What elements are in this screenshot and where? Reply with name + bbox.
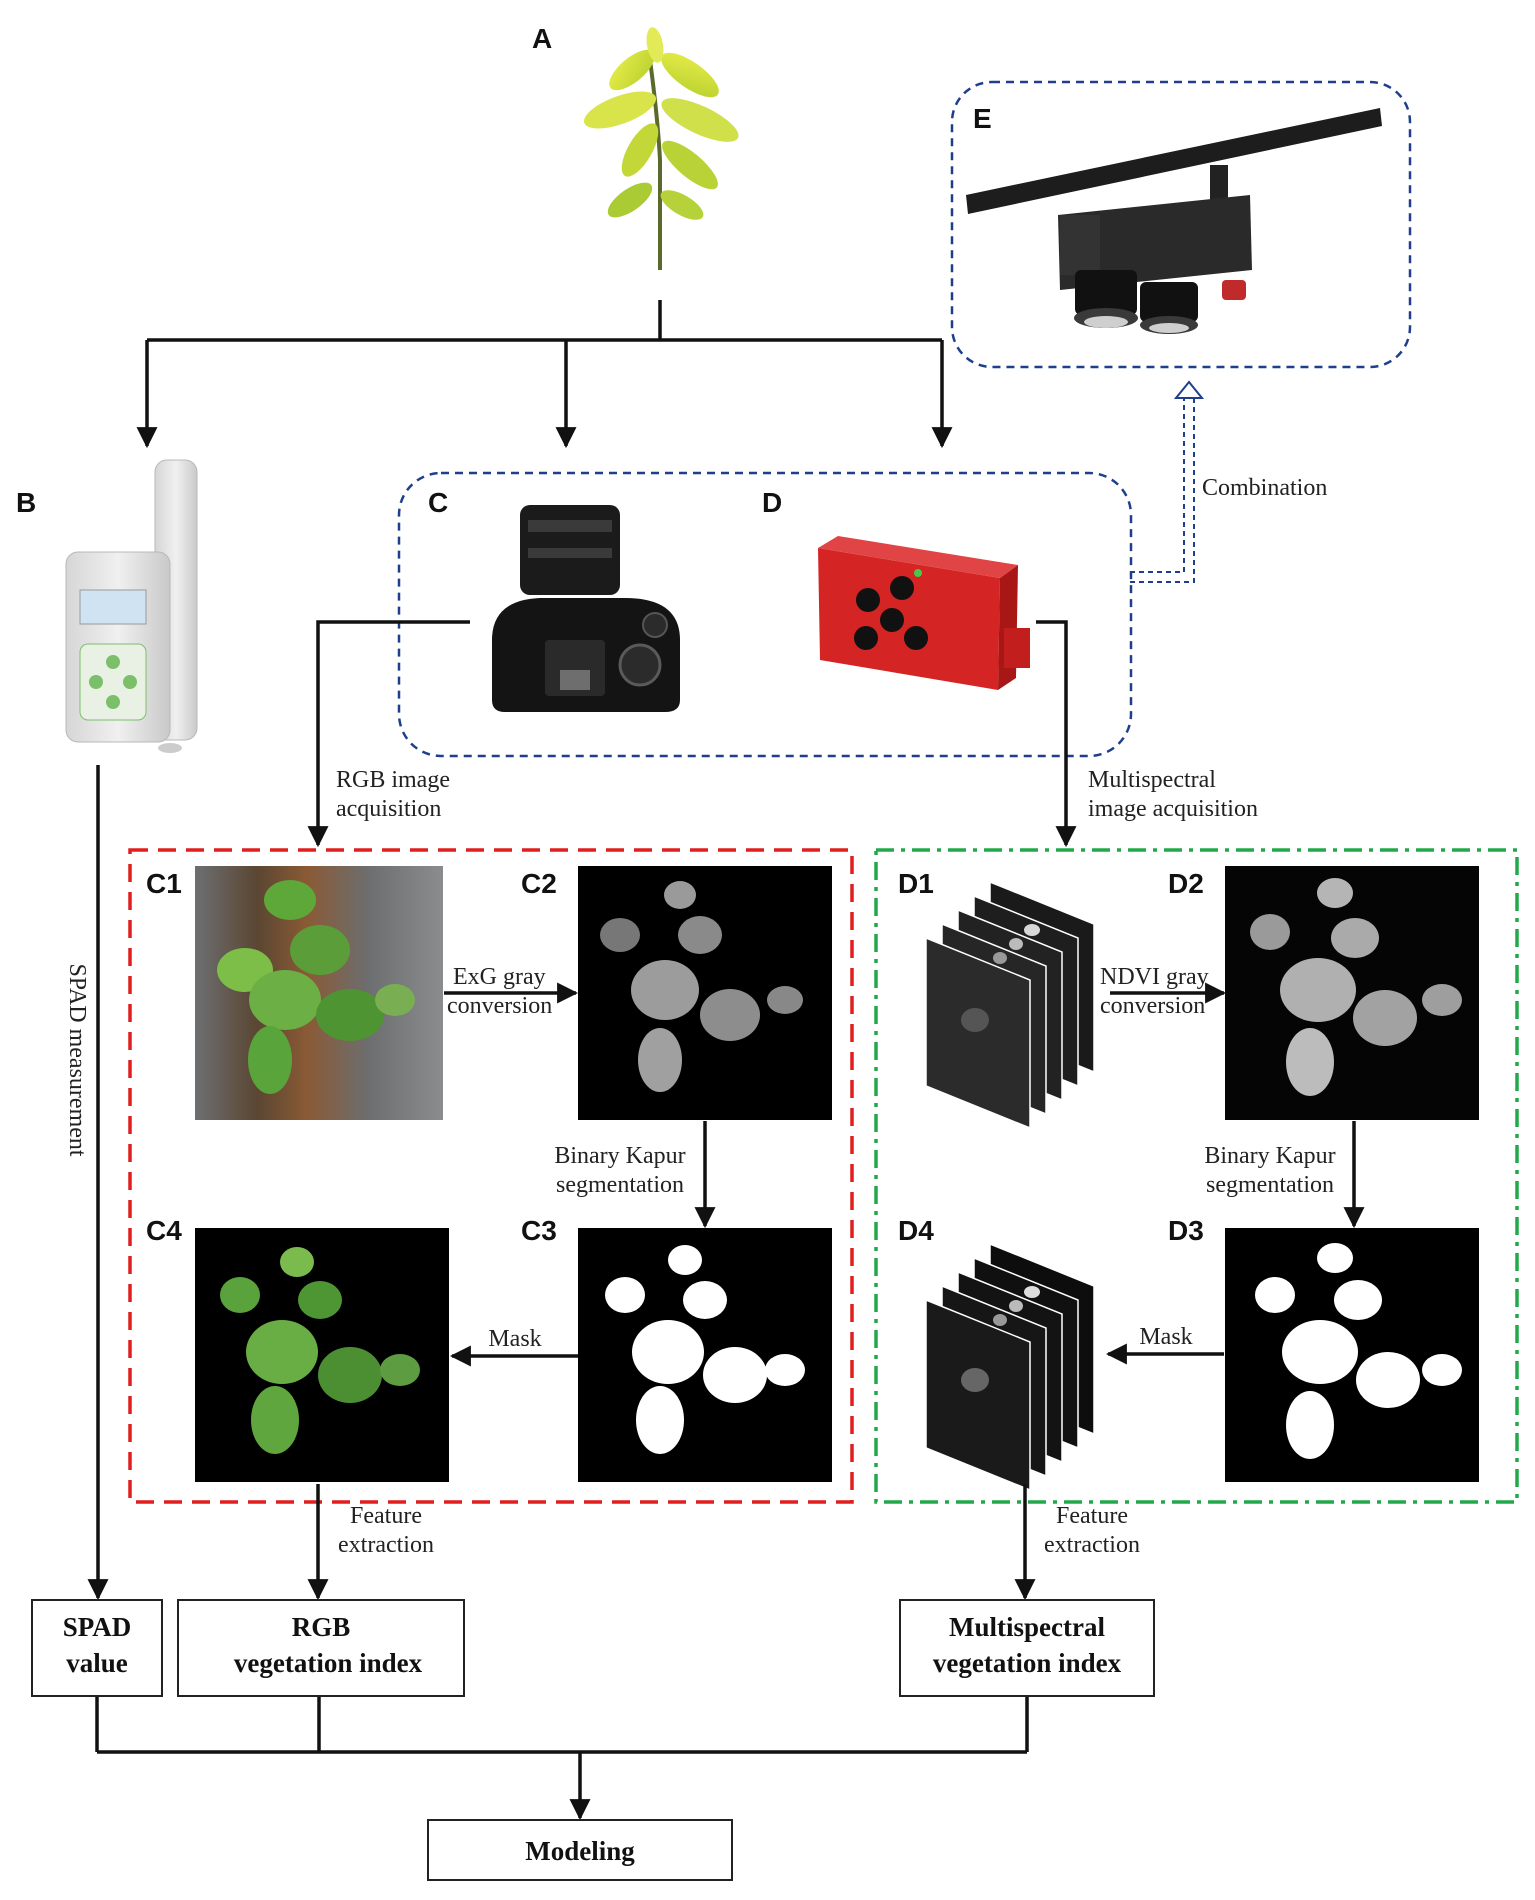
panel-label-c3: C3: [521, 1215, 557, 1246]
panel-label-c1: C1: [146, 868, 182, 899]
masked-band-stack-d4: [925, 1242, 1095, 1492]
spad-meter-icon: [65, 459, 198, 753]
modeling-label: Modeling: [525, 1836, 635, 1866]
dslr-camera-icon: [492, 505, 680, 712]
panel-label-c: C: [428, 487, 448, 518]
rgb-acquisition-label-1: RGB image: [336, 767, 450, 793]
rgb-box-label-2: vegetation index: [234, 1648, 423, 1678]
exg-label-1: ExG gray: [453, 964, 546, 990]
rgb-photo-c1: [195, 866, 443, 1120]
spad-measurement-label: SPAD measurement: [64, 963, 90, 1156]
rgb-processing-frame: [128, 848, 854, 1504]
ndvi-label-2: conversion: [1100, 993, 1205, 1019]
feature-c-label-2: extraction: [338, 1532, 434, 1558]
ms-index-box: [899, 1599, 1155, 1697]
panel-label-d3: D3: [1168, 1215, 1204, 1246]
ms-box-label-2: vegetation index: [933, 1648, 1122, 1678]
panel-label-a: A: [532, 23, 552, 54]
panel-label-e: E: [973, 103, 992, 134]
sensor-frame: [397, 471, 1133, 758]
feature-c-label-1: Feature: [350, 1503, 422, 1529]
exg-label-2: conversion: [447, 993, 552, 1019]
feature-d-label-1: Feature: [1056, 1503, 1128, 1529]
ms-acquisition-label-2: image acquisition: [1088, 796, 1258, 822]
ndvi-gray-image-d2: [1225, 866, 1479, 1120]
rail-camera-rig-icon: [966, 108, 1382, 334]
modeling-box: [427, 1819, 733, 1881]
mask-c-label: Mask: [488, 1326, 541, 1352]
rgb-box-label-1: RGB: [292, 1612, 351, 1642]
spad-value-box: [31, 1599, 163, 1697]
spad-box-label-1: SPAD: [63, 1612, 132, 1642]
rgb-acquisition-label-2: acquisition: [336, 796, 441, 822]
binary-mask-d3: [1225, 1228, 1479, 1482]
multispectral-band-stack-d1: [925, 880, 1095, 1130]
rig-frame: [950, 80, 1412, 369]
panel-label-c4: C4: [146, 1215, 182, 1246]
ms-acquisition-label-1: Multispectral: [1088, 767, 1216, 793]
feature-d-label-2: extraction: [1044, 1532, 1140, 1558]
binary-mask-c3: [578, 1228, 832, 1482]
rgb-index-box: [177, 1599, 465, 1697]
plant-seedling-icon: [583, 27, 739, 270]
panel-label-d2: D2: [1168, 868, 1204, 899]
spad-box-label-2: value: [66, 1648, 128, 1678]
panel-label-b: B: [16, 487, 36, 518]
mask-d-label: Mask: [1139, 1324, 1192, 1350]
panel-label-d1: D1: [898, 868, 934, 899]
kapur-d-label-2: segmentation: [1206, 1172, 1334, 1198]
kapur-c-label-2: segmentation: [556, 1172, 684, 1198]
panel-label-d: D: [762, 487, 782, 518]
kapur-d-label-1: Binary Kapur: [1204, 1143, 1335, 1169]
exg-gray-image-c2: [578, 866, 832, 1120]
multispectral-camera-icon: [818, 536, 1030, 690]
ms-box-label-1: Multispectral: [949, 1612, 1105, 1642]
panel-label-c2: C2: [521, 868, 557, 899]
ms-processing-frame: [874, 848, 1519, 1504]
panel-label-d4: D4: [898, 1215, 934, 1246]
ndvi-label-1: NDVI gray: [1100, 964, 1209, 990]
combination-label: Combination: [1202, 475, 1327, 501]
kapur-c-label-1: Binary Kapur: [554, 1143, 685, 1169]
masked-rgb-image-c4: [195, 1228, 449, 1482]
